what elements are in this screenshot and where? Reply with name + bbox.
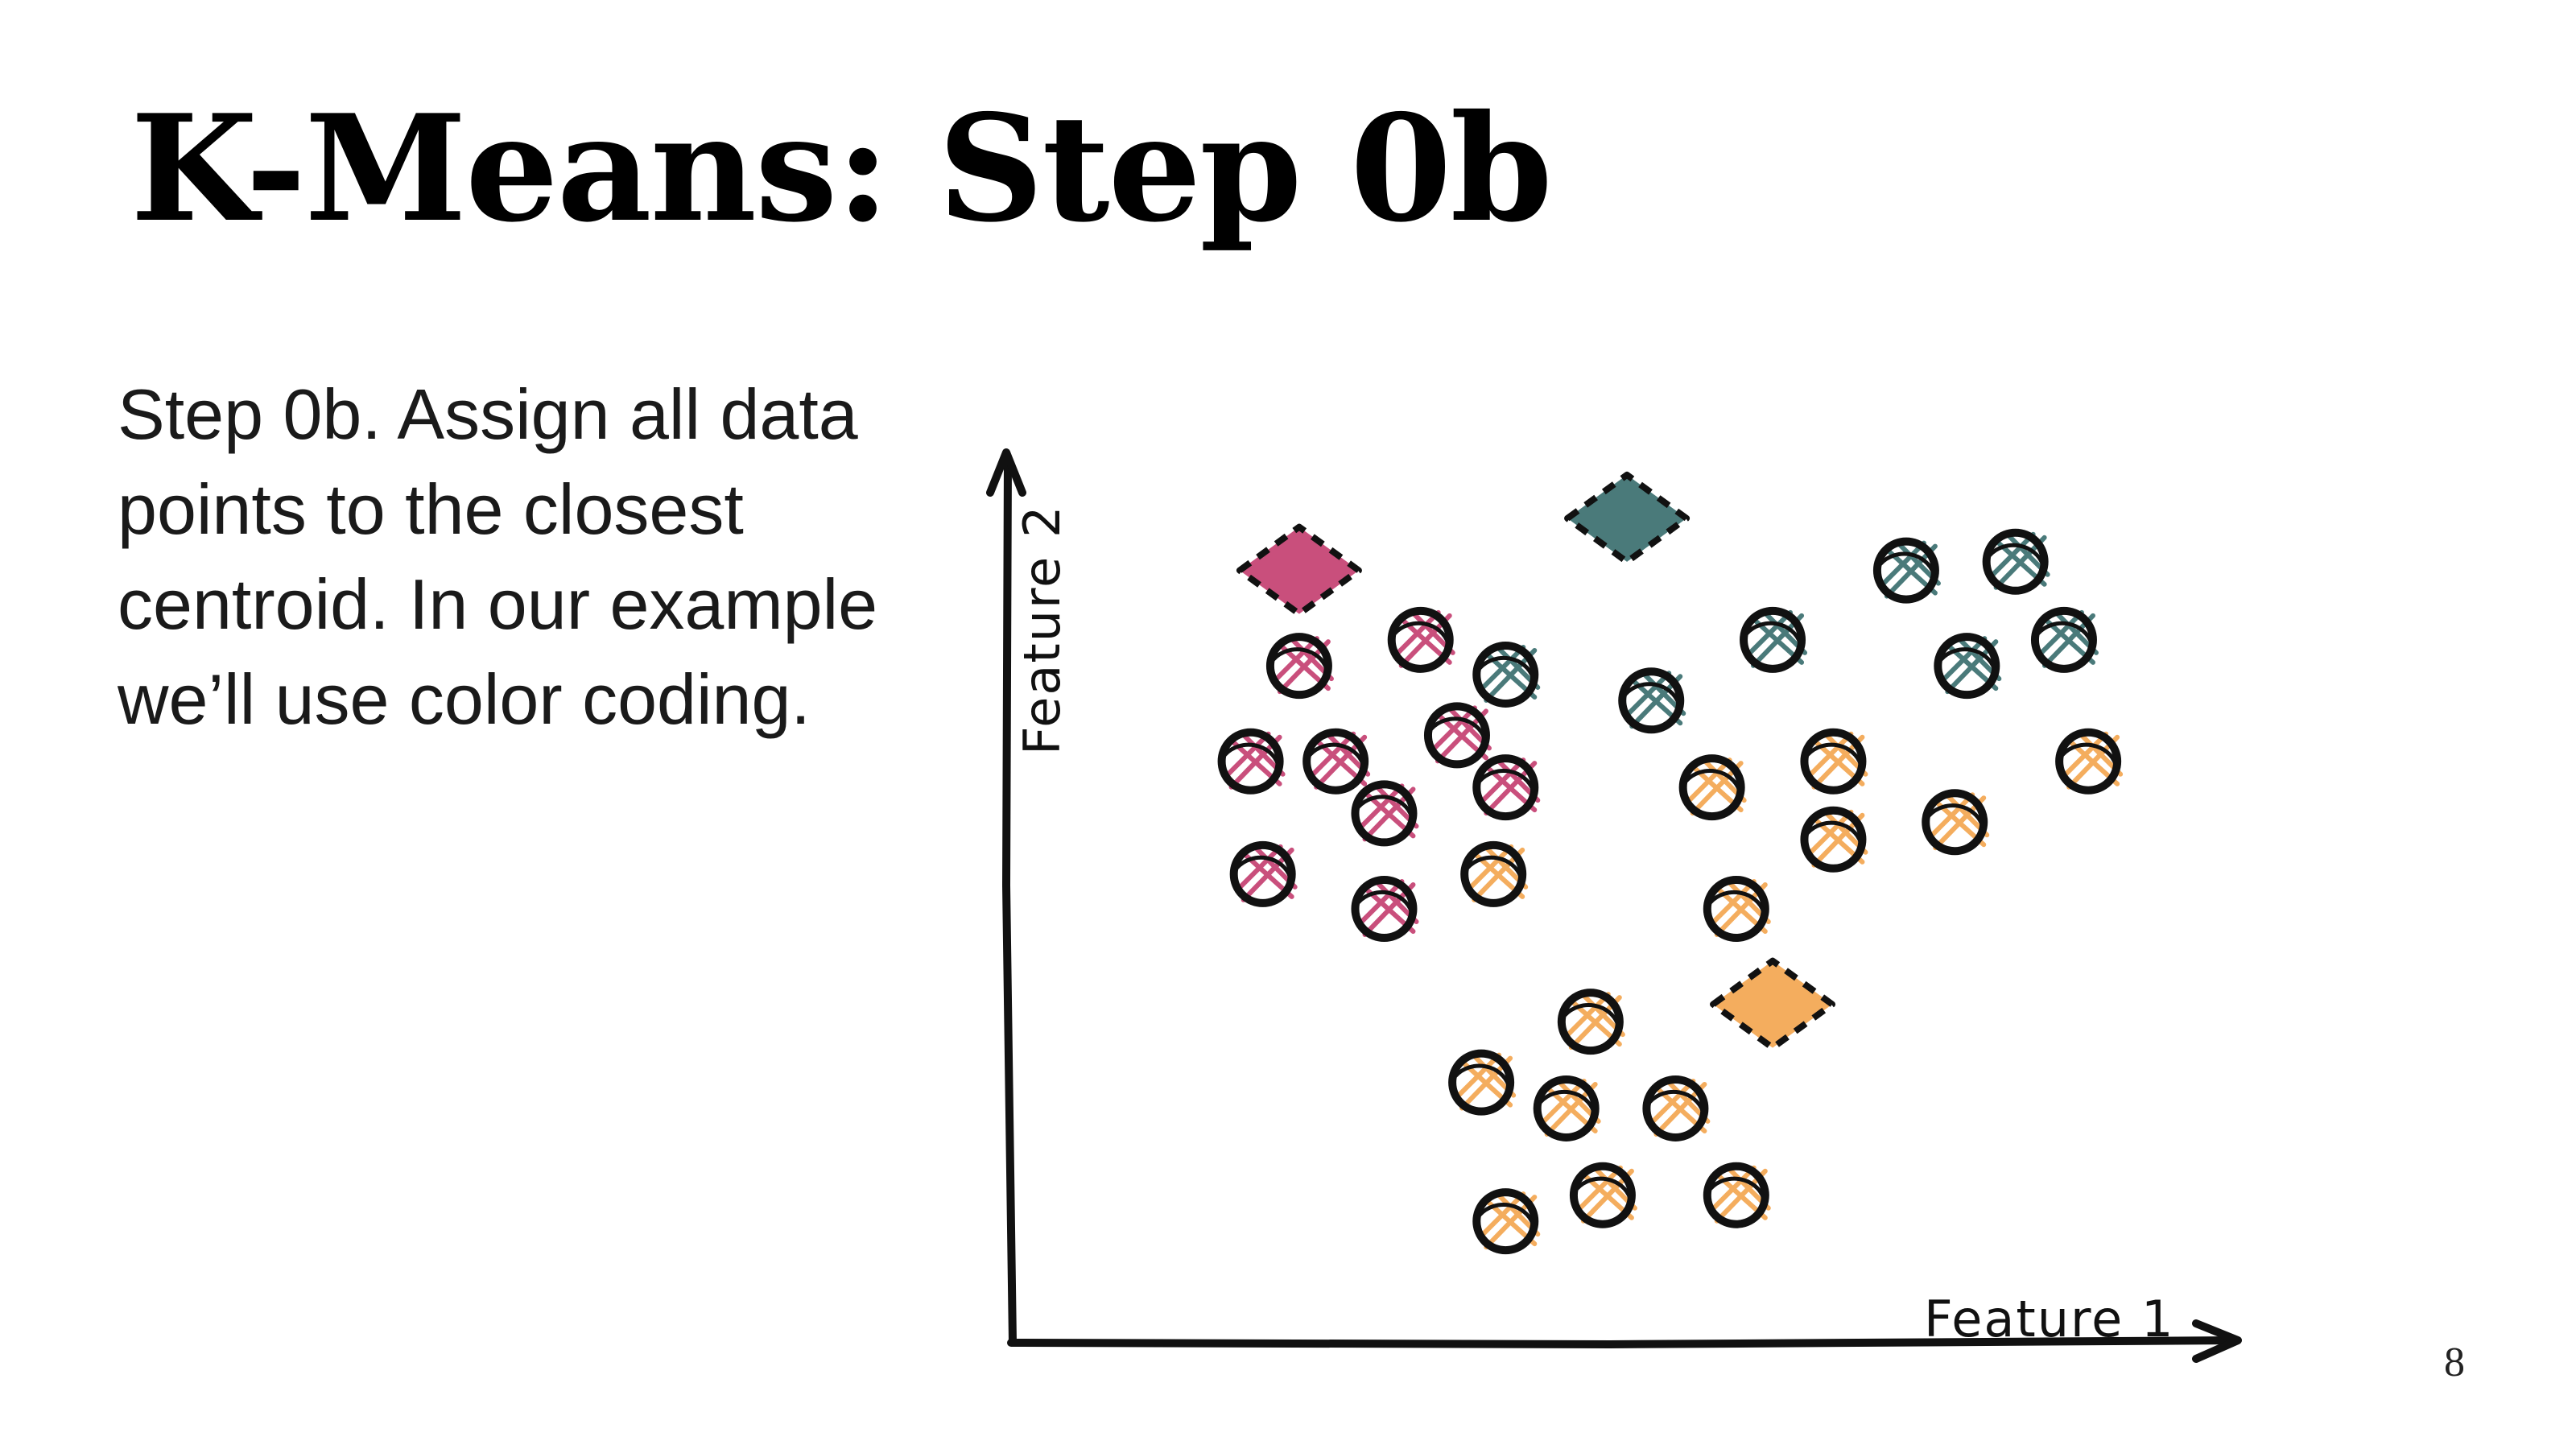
teal-data-point xyxy=(1982,528,2050,595)
pink-data-point xyxy=(1265,633,1334,700)
pink-data-point xyxy=(1351,876,1419,942)
centroid-marks xyxy=(1236,471,1836,1051)
pink-data-point xyxy=(1229,840,1298,907)
orange-data-point xyxy=(1472,1188,1541,1255)
orange-centroid-marker xyxy=(1710,957,1836,1051)
pink-data-point xyxy=(1472,754,1541,821)
orange-data-point xyxy=(1569,1162,1637,1228)
pink-data-point xyxy=(1423,702,1492,769)
teal-data-point xyxy=(1740,606,1808,673)
plot-marks xyxy=(1217,528,2124,1255)
teal-data-point xyxy=(1872,537,1941,604)
orange-data-point xyxy=(1448,1049,1517,1116)
page-number: 8 xyxy=(2444,1340,2465,1385)
x-axis xyxy=(1007,1319,2242,1363)
y-axis xyxy=(986,448,1026,1347)
orange-data-point xyxy=(2055,728,2124,795)
teal-data-point xyxy=(1618,667,1686,734)
y-axis-label: Feature 2 xyxy=(1013,505,1071,755)
orange-data-point xyxy=(1703,1162,1771,1228)
pink-data-point xyxy=(1387,606,1455,673)
pink-centroid-marker xyxy=(1236,523,1362,617)
pink-data-point xyxy=(1351,780,1419,847)
orange-data-point xyxy=(1557,989,1625,1055)
teal-data-point xyxy=(1472,641,1541,708)
orange-data-point xyxy=(1800,728,1868,795)
orange-data-point xyxy=(1533,1075,1601,1141)
orange-data-point xyxy=(1800,806,1868,873)
orange-data-point xyxy=(1642,1075,1711,1141)
orange-data-point xyxy=(1922,789,1990,856)
x-axis-label: Feature 1 xyxy=(1924,1290,2174,1348)
pink-data-point xyxy=(1217,728,1286,795)
slide-body-text: Step 0b. Assign all data points to the c… xyxy=(118,374,878,739)
pink-data-point xyxy=(1302,728,1371,795)
orange-data-point xyxy=(1703,876,1771,942)
orange-data-point xyxy=(1460,840,1529,907)
teal-data-point xyxy=(1934,633,2002,700)
teal-centroid-marker xyxy=(1564,471,1690,565)
teal-data-point xyxy=(2030,606,2099,673)
orange-data-point xyxy=(1678,754,1747,821)
slide-title: K-Means: Step 0b xyxy=(130,82,1553,254)
